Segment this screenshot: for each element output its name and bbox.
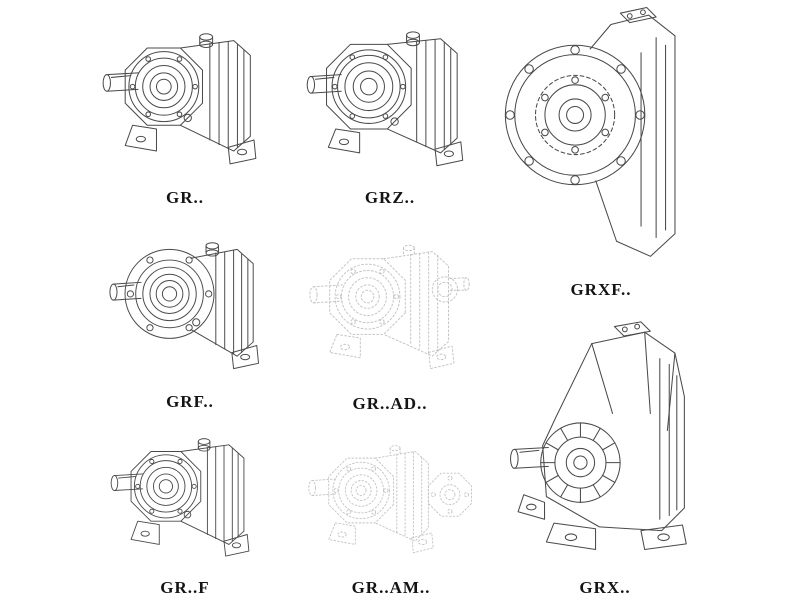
top-plug — [403, 244, 415, 255]
mounting-feet — [329, 333, 455, 370]
caption-gr: GR.. — [166, 188, 204, 207]
caption-grf: GRF.. — [166, 392, 214, 411]
housing — [386, 38, 458, 154]
caption-grxf: GRXF.. — [570, 280, 632, 299]
housing — [374, 451, 429, 542]
gr-am-gearbox-drawing — [308, 445, 472, 554]
housing — [383, 251, 449, 357]
figure-grxf: GRXF.. — [495, 0, 707, 300]
bearing-cover — [135, 259, 204, 329]
top-plug — [197, 438, 211, 452]
figure-gr: GR.. — [90, 2, 280, 208]
top-cap — [619, 7, 657, 24]
input-shaft — [110, 473, 144, 491]
top-plug — [205, 242, 219, 257]
gr-f-gearbox-drawing — [110, 438, 250, 557]
housing — [190, 248, 254, 357]
mounting-feet — [124, 124, 257, 165]
mounting-feet — [130, 520, 250, 557]
grz-gearbox-drawing — [306, 31, 464, 167]
housing — [589, 14, 676, 257]
input-shaft — [306, 74, 342, 94]
housing — [180, 444, 245, 545]
caption-grz: GRZ.. — [364, 188, 416, 207]
mounting-feet — [517, 494, 687, 551]
input-shaft — [509, 446, 549, 469]
top-plug — [199, 33, 214, 49]
top-plug — [389, 445, 401, 455]
bearing-cover — [124, 47, 203, 126]
bearing-boss — [540, 422, 621, 503]
gr-ad-gearbox-drawing — [309, 244, 470, 370]
figure-gr-f: GR..F — [90, 410, 280, 598]
top-cap — [613, 321, 651, 337]
bearing-cover — [130, 451, 202, 522]
motor-flange — [427, 472, 472, 517]
caption-gr-f: GR..F — [160, 578, 210, 597]
input-flange — [124, 248, 215, 339]
mounting-flange — [504, 44, 646, 186]
grf-gearbox-drawing — [109, 242, 260, 370]
input-shaft — [102, 72, 139, 92]
figure-grz: GRZ.. — [295, 2, 485, 208]
top-plug — [406, 31, 420, 47]
input-shaft — [308, 478, 338, 496]
adapter — [431, 276, 470, 303]
bearing-cover — [326, 43, 412, 130]
bearing-cover — [329, 258, 406, 335]
bearing-face — [534, 74, 616, 156]
housing — [179, 40, 251, 152]
bearing-cover — [328, 457, 394, 524]
caption-gr-am: GR..AM.. — [351, 578, 431, 597]
input-shaft — [309, 284, 343, 304]
figure-gr-am: GR..AM.. — [288, 410, 494, 598]
housing — [542, 331, 685, 532]
grxf-gearbox-drawing — [504, 7, 676, 257]
mounting-feet — [328, 522, 434, 554]
figure-grx: GRX.. — [495, 302, 715, 598]
gr-gearbox-drawing — [102, 33, 257, 165]
caption-gr-ad: GR..AD.. — [352, 394, 428, 413]
grx-gearbox-drawing — [509, 321, 687, 551]
caption-grx: GRX.. — [579, 578, 631, 597]
figure-gr-ad: GR..AD.. — [292, 212, 488, 414]
mounting-feet — [327, 128, 464, 167]
mounting-feet — [231, 345, 260, 370]
figure-grf: GRF.. — [95, 212, 285, 412]
